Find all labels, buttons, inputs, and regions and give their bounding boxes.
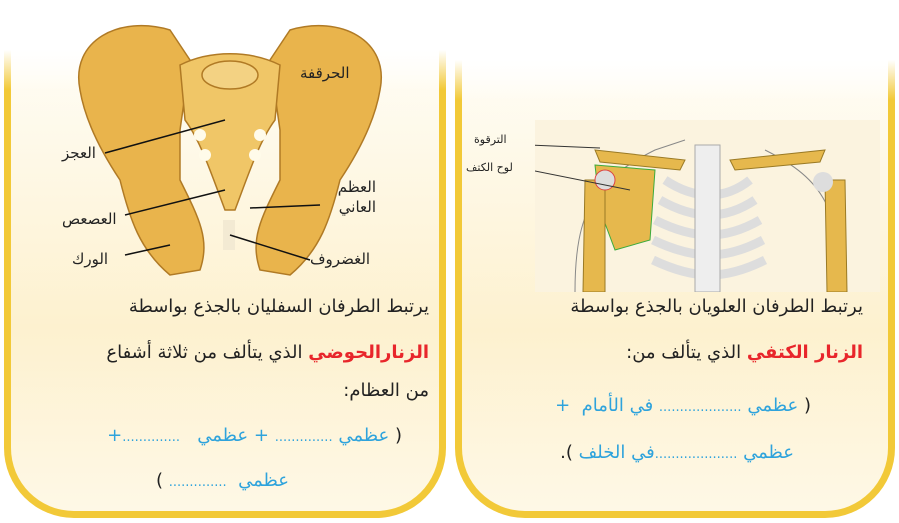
label-clavicle: الترقوة bbox=[474, 133, 507, 146]
shoulder-girdle-term: الزنار الكتفي bbox=[746, 342, 863, 363]
close-paren: ). bbox=[560, 442, 573, 463]
pelvis-line-1: يرتبط الطرفان السفليان بالجذع بواسطة bbox=[128, 296, 429, 317]
bone-word: عظمي bbox=[238, 470, 289, 491]
blank-field-front[interactable]: .................... bbox=[658, 400, 742, 415]
label-coccyx: العصعص bbox=[62, 210, 117, 228]
label-pubic-bone: العظم العاني bbox=[337, 178, 376, 216]
back-label: في الخلف bbox=[578, 442, 655, 463]
plus-sign: + bbox=[555, 395, 571, 416]
pelvis-line-2-rest: الذي يتألف من ثلاثة أشفاع bbox=[106, 342, 303, 363]
open-paren: ( bbox=[803, 395, 811, 416]
blank-field-3[interactable]: .............. bbox=[168, 475, 227, 490]
shoulder-line-2: الزنار الكتفي الذي يتألف من: bbox=[626, 342, 863, 363]
front-label: في الأمام bbox=[581, 395, 654, 416]
shoulder-line-1: يرتبط الطرفان العلويان بالجذع بواسطة bbox=[570, 296, 863, 317]
pelvis-answer-row-2: عظمي .............. ) bbox=[156, 470, 289, 491]
blank-field-1[interactable]: .............. bbox=[274, 430, 333, 445]
pelvis-line-2: الزنارالحوضي الذي يتألف من ثلاثة أشفاع bbox=[106, 342, 429, 363]
bone-word: عظمي bbox=[197, 425, 249, 446]
pelvis-illustration bbox=[77, 25, 383, 276]
shoulder-answer-row-2: عظمي ....................في الخلف ). bbox=[560, 442, 794, 463]
open-paren: ( bbox=[394, 425, 402, 446]
bone-word: عظمي bbox=[743, 442, 794, 463]
label-sacrum: العجز bbox=[62, 144, 96, 162]
shoulder-answer-row-1: ( عظمي .................... في الأمام + bbox=[555, 395, 811, 416]
close-paren: ) bbox=[156, 470, 164, 491]
blank-field-back[interactable]: .................... bbox=[654, 447, 738, 462]
label-hip: الورك bbox=[72, 250, 109, 268]
plus-sign: + bbox=[253, 425, 269, 446]
pelvic-girdle-term: الزنارالحوضي bbox=[308, 342, 429, 363]
label-cartilage: الغضروف bbox=[310, 250, 371, 268]
pelvis-answer-row-1: ( عظمي .............. + عظمي ...........… bbox=[107, 425, 402, 446]
blank-field-2[interactable]: .............. bbox=[122, 430, 181, 445]
label-scapula: لوح الكتف bbox=[466, 161, 513, 174]
pelvis-line-3: من العظام: bbox=[343, 380, 429, 401]
shoulder-line-2-rest: الذي يتألف من: bbox=[626, 342, 742, 363]
bone-word: عظمي bbox=[338, 425, 390, 446]
label-ilium: الحرقفة bbox=[300, 64, 350, 82]
plus-sign: + bbox=[107, 425, 123, 446]
shoulder-illustration bbox=[535, 120, 880, 292]
bone-word: عظمي bbox=[747, 395, 799, 416]
